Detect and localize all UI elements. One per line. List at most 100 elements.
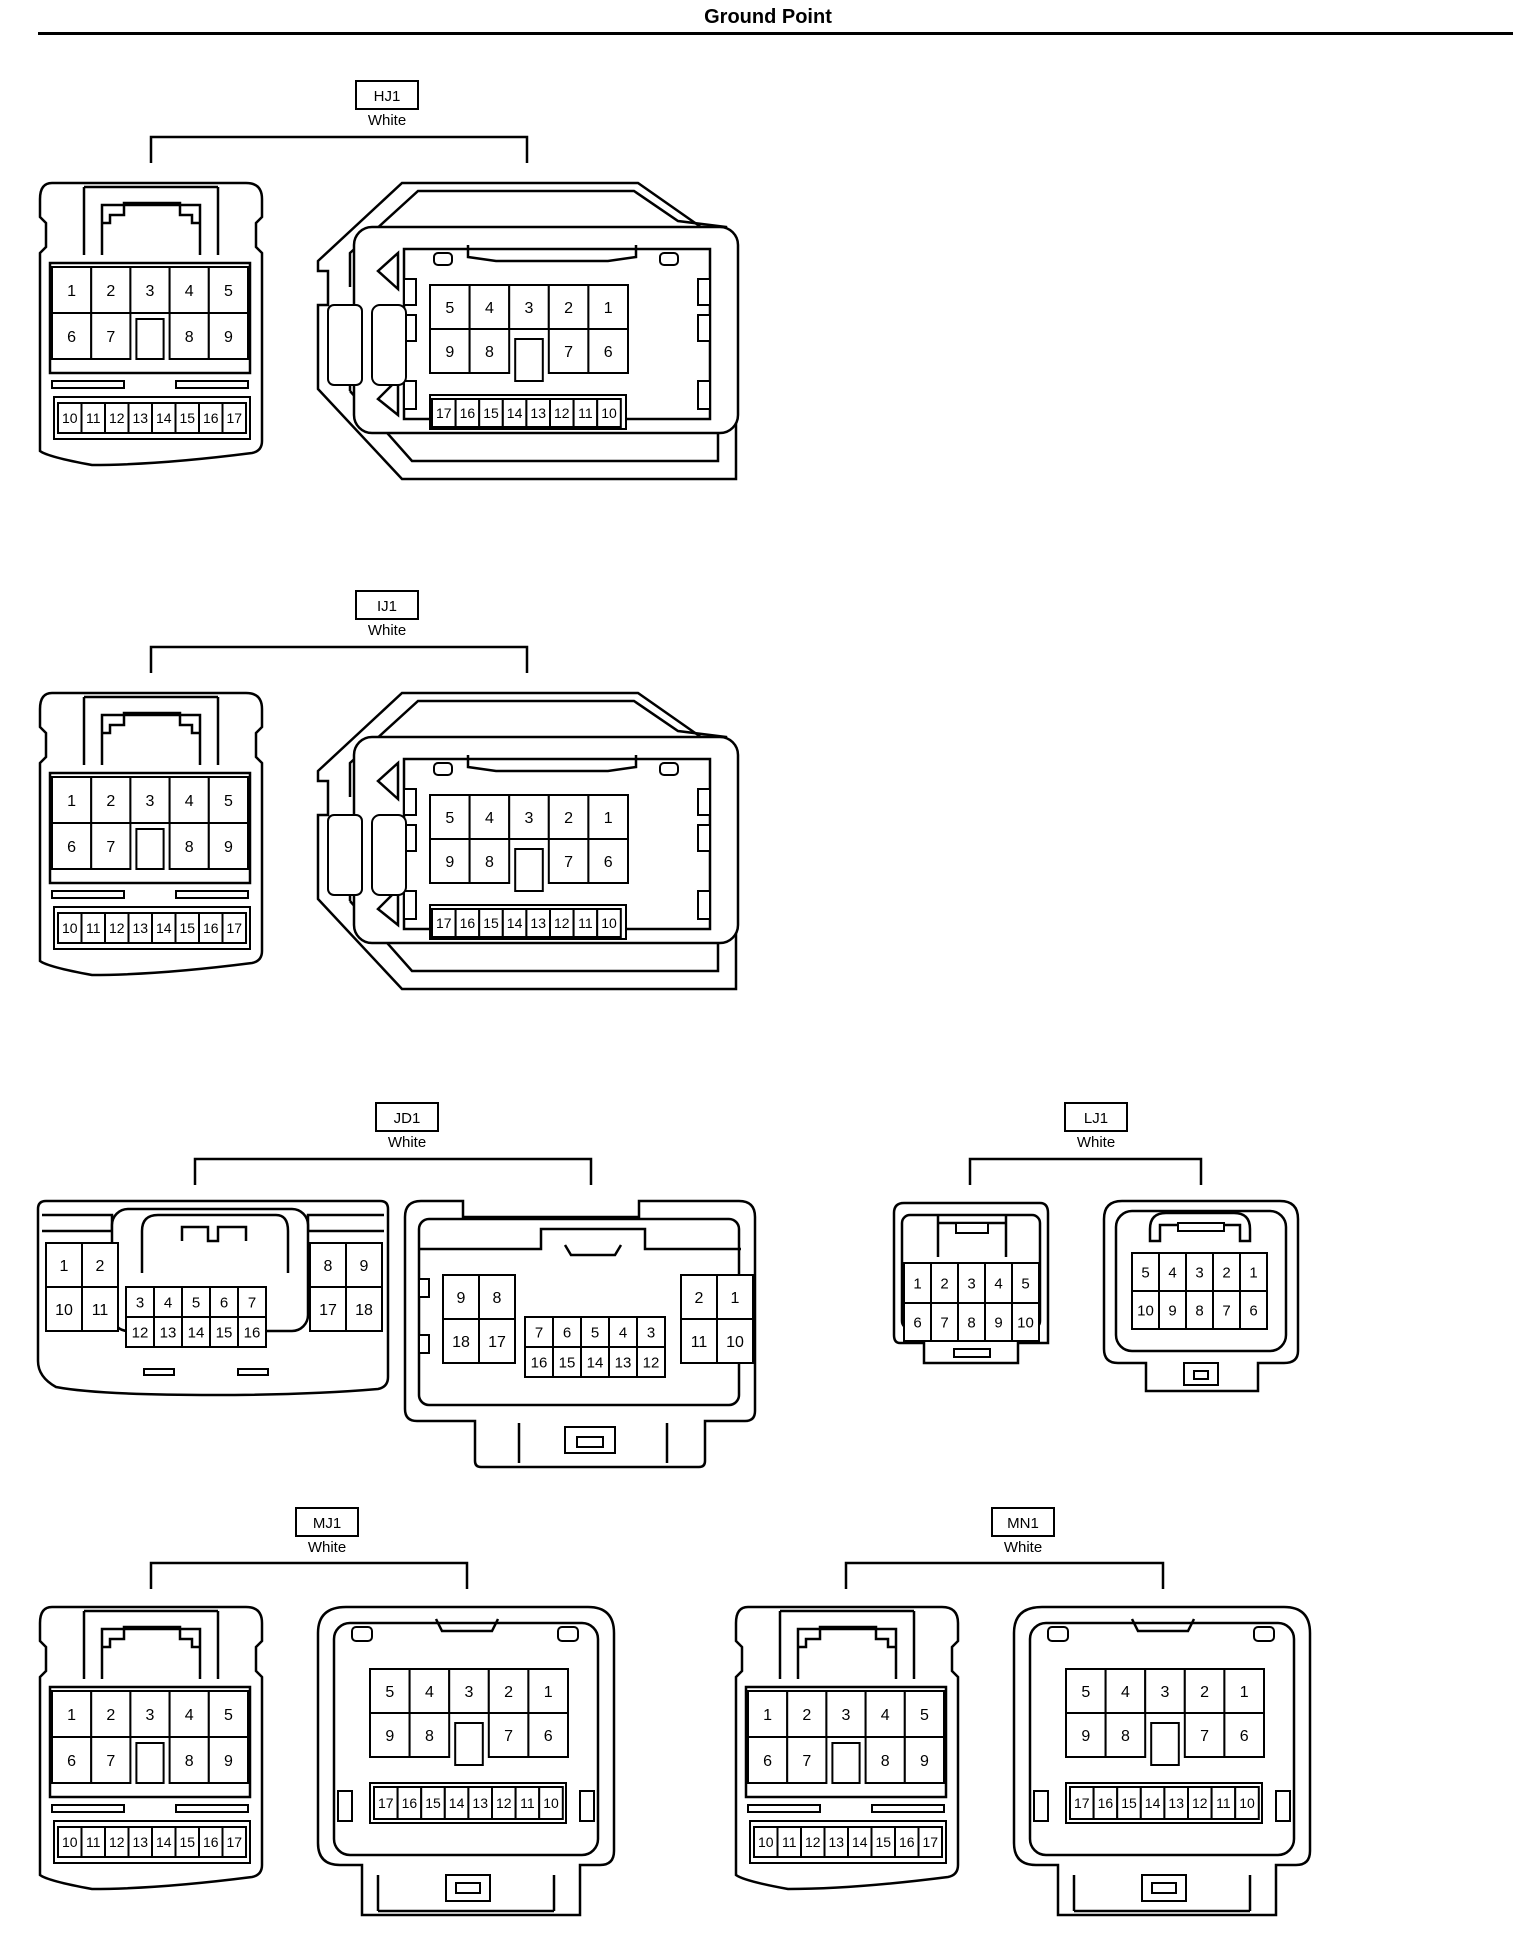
pin-number: 16 <box>460 405 476 421</box>
pin-number: 4 <box>1121 1684 1130 1701</box>
pin-number: 17 <box>226 1834 242 1850</box>
latch-inner <box>100 203 202 255</box>
latch-bar <box>434 1618 500 1633</box>
pin-number: 2 <box>106 283 115 300</box>
pin-cell <box>1223 1668 1265 1714</box>
pin-number: 10 <box>543 1795 559 1811</box>
connector-color: White <box>308 1539 346 1556</box>
pin-number: 15 <box>483 405 499 421</box>
lock-tab-inner <box>1193 1370 1209 1380</box>
pin-number: 3 <box>1161 1684 1170 1701</box>
pin-cell <box>468 328 511 374</box>
latch-inner <box>796 1627 898 1679</box>
pin-cell <box>51 266 93 314</box>
side-lock <box>327 304 363 386</box>
pin-number: 12 <box>643 1354 660 1371</box>
pin-number: 14 <box>852 1834 868 1850</box>
pin-cell <box>1131 1290 1160 1330</box>
pin-number: 9 <box>994 1314 1002 1331</box>
pin-number: 1 <box>60 1258 69 1275</box>
pin-number: 15 <box>425 1795 441 1811</box>
pin-number: 6 <box>604 344 613 361</box>
connector-id-box <box>355 80 419 110</box>
pin-number: 7 <box>564 854 573 871</box>
latch-frame <box>82 185 220 255</box>
pin-cell <box>90 1690 132 1738</box>
rib-left <box>51 1804 125 1813</box>
pin-number: 4 <box>994 1275 1002 1292</box>
latch-bar <box>466 245 638 263</box>
pin-number: 15 <box>179 1834 195 1850</box>
pin-number: 16 <box>203 920 219 936</box>
latch-hole <box>433 762 453 776</box>
pin-number: 16 <box>244 1324 261 1341</box>
pin-number: 10 <box>601 405 617 421</box>
pin-number: 4 <box>185 1707 194 1724</box>
pin-number: 5 <box>224 283 233 300</box>
pin-number: 5 <box>445 810 454 827</box>
pin-number: 12 <box>496 1795 512 1811</box>
side-slot <box>403 788 417 816</box>
pin-number: 1 <box>604 300 613 317</box>
triangle-key-top <box>376 250 400 292</box>
pin-number: 8 <box>185 839 194 856</box>
pin-number: 11 <box>1216 1795 1231 1811</box>
pin-number: 7 <box>1200 1728 1209 1745</box>
side-slot <box>697 788 711 816</box>
pin-number: 5 <box>1141 1264 1149 1281</box>
pin-number: 8 <box>493 1290 502 1307</box>
connector-id-box <box>991 1507 1055 1537</box>
pin-number: 10 <box>1017 1314 1034 1331</box>
pin-number: 3 <box>967 1275 975 1292</box>
latch-frame <box>778 1609 916 1679</box>
pin-number: 7 <box>940 1314 948 1331</box>
pin-cell <box>527 1712 569 1758</box>
pin-cell <box>309 1242 347 1288</box>
side-slot <box>697 824 711 852</box>
pin-number: 1 <box>604 810 613 827</box>
connector-bracket <box>149 135 529 163</box>
pin-cell <box>1065 1712 1107 1758</box>
pin-number: 4 <box>425 1684 434 1701</box>
pin-cell <box>716 1274 754 1320</box>
pin-cell <box>930 1262 959 1304</box>
latch-tab <box>180 1225 248 1243</box>
pin-cell <box>587 794 629 840</box>
pin-number: 10 <box>726 1334 744 1351</box>
pin-number: 1 <box>763 1707 772 1724</box>
pin-number: 11 <box>578 915 593 931</box>
pin-number: 6 <box>763 1753 772 1770</box>
pin-number: 4 <box>485 300 494 317</box>
pin-cell <box>429 794 471 840</box>
pin-cell <box>1234 1786 1260 1820</box>
pin-cell <box>81 1286 119 1332</box>
pin-number: 6 <box>563 1324 571 1341</box>
pin-number: 1 <box>67 283 76 300</box>
pin-number: 2 <box>802 1707 811 1724</box>
pin-number: 8 <box>1121 1728 1130 1745</box>
pin-number: 17 <box>378 1795 394 1811</box>
pin-number: 5 <box>192 1294 200 1311</box>
connector-bracket <box>968 1157 1203 1185</box>
side-slot <box>403 890 417 920</box>
pin-number: 6 <box>544 1728 553 1745</box>
pin-number: 14 <box>449 1795 465 1811</box>
pin-number: 7 <box>106 839 115 856</box>
lock-tab <box>953 1348 991 1358</box>
pin-number: 3 <box>647 1324 655 1341</box>
pin-number: 6 <box>604 854 613 871</box>
pin-cell <box>207 1690 250 1738</box>
lock-tab-inner <box>576 1436 604 1448</box>
pin-cell <box>221 912 247 944</box>
latch-inner <box>100 1627 202 1679</box>
latch-bar <box>563 1244 623 1257</box>
pin-number: 3 <box>1195 1264 1203 1281</box>
housing <box>316 1605 616 1917</box>
pin-number: 4 <box>485 810 494 827</box>
pin-cell <box>1223 1712 1265 1758</box>
side-slot <box>697 314 711 342</box>
pin-number: 2 <box>504 1684 513 1701</box>
